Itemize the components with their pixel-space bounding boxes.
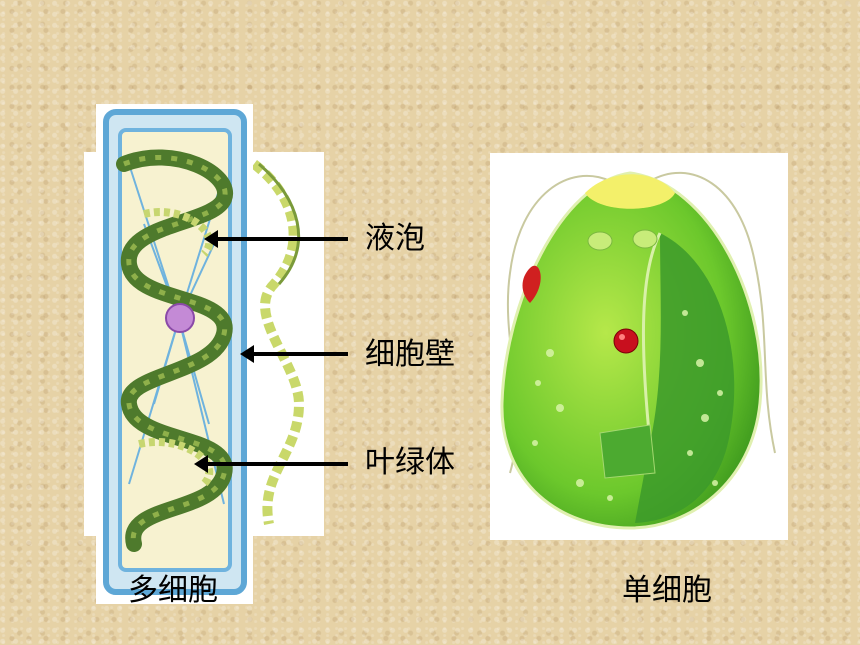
unicellular-caption: 单细胞: [622, 573, 712, 608]
vacuole-label: 液泡: [365, 221, 425, 256]
multicellular-caption: 多细胞: [128, 573, 218, 608]
spirogyra-drawing: [84, 104, 324, 604]
vacuole-arrow: [204, 230, 348, 248]
multicellular-illustration: [84, 104, 324, 604]
chloroplast-label: 叶绿体: [365, 445, 455, 480]
unicellular-illustration: [490, 153, 788, 540]
cell-wall-arrow: [240, 345, 348, 363]
chlamydomonas-drawing: [500, 171, 776, 530]
chloroplast-arrow: [194, 455, 348, 473]
cell-wall-label: 细胞壁: [365, 337, 455, 372]
